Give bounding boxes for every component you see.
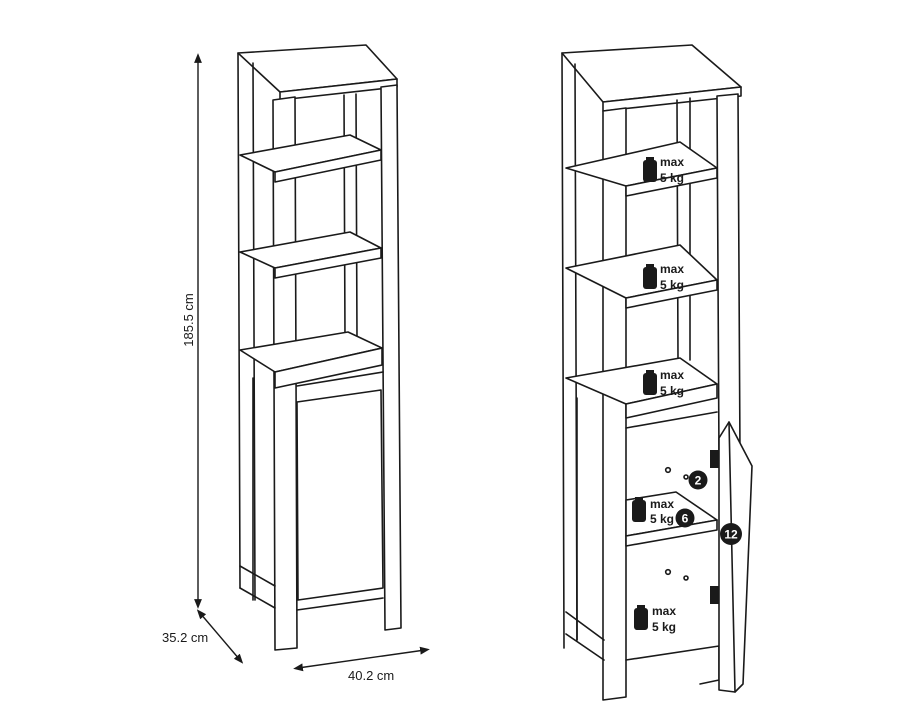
load-weight-text: 5 kg <box>652 620 676 634</box>
cabinet-left-front-right-post <box>380 84 402 631</box>
weight-icon <box>632 497 646 522</box>
weight-icon <box>634 605 648 630</box>
cabinet-right-front-right-post <box>716 93 741 458</box>
load-label-shelf-2: max 5 kg <box>643 262 684 292</box>
height-dimension-label: 185.5 cm <box>181 293 196 346</box>
load-weight-text: 5 kg <box>660 384 684 398</box>
weight-icon <box>643 264 657 289</box>
weight-icon <box>643 157 657 182</box>
svg-text:12: 12 <box>724 528 738 542</box>
width-dimension-label: 40.2 cm <box>348 668 394 683</box>
svg-text:6: 6 <box>682 512 689 526</box>
load-weight-text: 5 kg <box>660 278 684 292</box>
load-label-shelf-3: max 5 kg <box>643 368 684 398</box>
load-weight-text: 5 kg <box>660 171 684 185</box>
depth-dimension-line <box>196 609 244 664</box>
load-label-bottom: max 5 kg <box>634 604 676 634</box>
part-badge-6: 6 <box>675 508 695 528</box>
cabinet-left-door <box>296 389 384 601</box>
load-weight-text: 5 kg <box>650 512 674 526</box>
cabinet-right <box>561 44 753 701</box>
part-badge-2: 2 <box>688 470 708 490</box>
load-max-text: max <box>660 368 684 382</box>
weight-icon <box>643 370 657 395</box>
svg-text:2: 2 <box>695 474 702 488</box>
hinge-top-icon <box>710 450 719 468</box>
width-dimension-line <box>293 646 430 672</box>
load-max-text: max <box>650 497 674 511</box>
load-label-shelf-1: max 5 kg <box>643 155 684 185</box>
depth-dimension-label: 35.2 cm <box>162 630 208 645</box>
load-max-text: max <box>652 604 676 618</box>
hinge-bottom-icon <box>710 586 719 604</box>
part-badge-12: 12 <box>720 523 742 545</box>
load-label-inner-shelf: max 5 kg <box>632 497 674 526</box>
cabinet-left <box>237 44 402 651</box>
cabinet-right-front-left-post <box>602 107 627 701</box>
cabinet-right-open-door <box>718 421 753 693</box>
load-max-text: max <box>660 262 684 276</box>
load-max-text: max <box>660 155 684 169</box>
